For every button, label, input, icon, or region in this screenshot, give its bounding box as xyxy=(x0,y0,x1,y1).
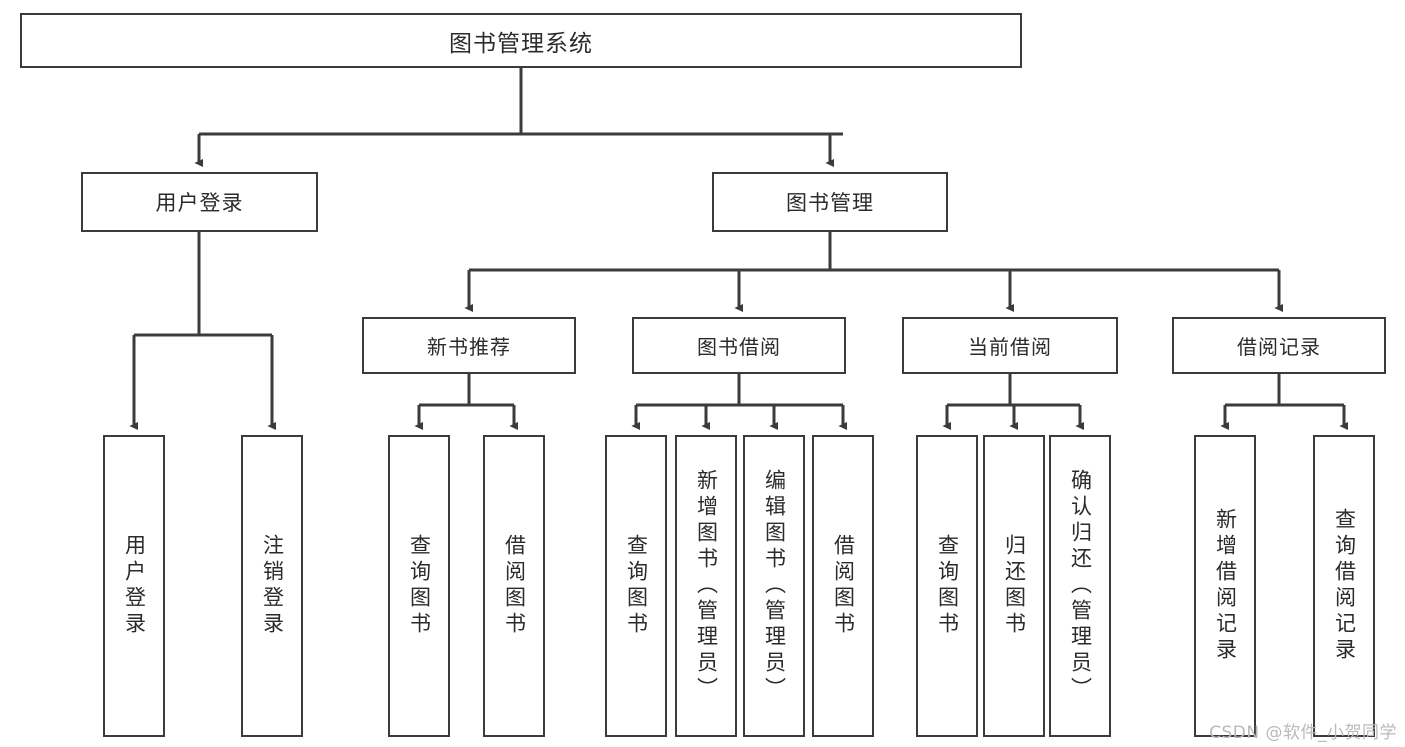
node-leaf-add-record[interactable]: 新增借阅记录 xyxy=(1194,435,1256,737)
node-book-borrow-label: 图书借阅 xyxy=(697,335,781,359)
node-leaf-edit-book[interactable]: 编辑图书（管理员） xyxy=(743,435,805,737)
node-leaf-edit-book-label: 编辑图书（管理员） xyxy=(762,469,787,703)
node-book-manage-label: 图书管理 xyxy=(786,191,874,215)
node-leaf-logout-label: 注销登录 xyxy=(260,534,285,638)
node-leaf-borrow-book-2-label: 借阅图书 xyxy=(831,534,856,638)
node-leaf-confirm-return[interactable]: 确认归还（管理员） xyxy=(1049,435,1111,737)
node-leaf-borrow-book-1[interactable]: 借阅图书 xyxy=(483,435,545,737)
node-leaf-return-book[interactable]: 归还图书 xyxy=(983,435,1045,737)
node-new-book-rec[interactable]: 新书推荐 xyxy=(362,317,576,374)
node-leaf-logout[interactable]: 注销登录 xyxy=(241,435,303,737)
node-leaf-user-login[interactable]: 用户登录 xyxy=(103,435,165,737)
node-leaf-query-record-label: 查询借阅记录 xyxy=(1332,508,1357,664)
node-leaf-query-book-2-label: 查询图书 xyxy=(624,534,649,638)
node-leaf-add-book-label: 新增图书（管理员） xyxy=(694,469,719,703)
node-leaf-query-book-2[interactable]: 查询图书 xyxy=(605,435,667,737)
node-root[interactable]: 图书管理系统 xyxy=(20,13,1022,68)
node-leaf-return-book-label: 归还图书 xyxy=(1002,534,1027,638)
node-leaf-query-record[interactable]: 查询借阅记录 xyxy=(1313,435,1375,737)
watermark: CSDN @软件_小贺同学 xyxy=(1209,723,1397,743)
node-borrow-record-label: 借阅记录 xyxy=(1237,335,1321,359)
node-leaf-confirm-return-label: 确认归还（管理员） xyxy=(1068,469,1093,703)
node-user-login[interactable]: 用户登录 xyxy=(81,172,318,232)
node-leaf-add-book[interactable]: 新增图书（管理员） xyxy=(675,435,737,737)
node-leaf-query-book-1[interactable]: 查询图书 xyxy=(388,435,450,737)
node-borrow-record[interactable]: 借阅记录 xyxy=(1172,317,1386,374)
node-leaf-user-login-label: 用户登录 xyxy=(122,534,147,638)
node-root-label: 图书管理系统 xyxy=(449,30,593,57)
node-current-borrow-label: 当前借阅 xyxy=(968,335,1052,359)
node-leaf-borrow-book-1-label: 借阅图书 xyxy=(502,534,527,638)
node-current-borrow[interactable]: 当前借阅 xyxy=(902,317,1118,374)
node-leaf-query-book-1-label: 查询图书 xyxy=(407,534,432,638)
node-book-manage[interactable]: 图书管理 xyxy=(712,172,948,232)
node-leaf-query-book-3-label: 查询图书 xyxy=(935,534,960,638)
node-leaf-add-record-label: 新增借阅记录 xyxy=(1213,508,1238,664)
node-new-book-rec-label: 新书推荐 xyxy=(427,335,511,359)
node-leaf-query-book-3[interactable]: 查询图书 xyxy=(916,435,978,737)
node-user-login-label: 用户登录 xyxy=(155,191,244,215)
node-leaf-borrow-book-2[interactable]: 借阅图书 xyxy=(812,435,874,737)
node-book-borrow[interactable]: 图书借阅 xyxy=(632,317,846,374)
